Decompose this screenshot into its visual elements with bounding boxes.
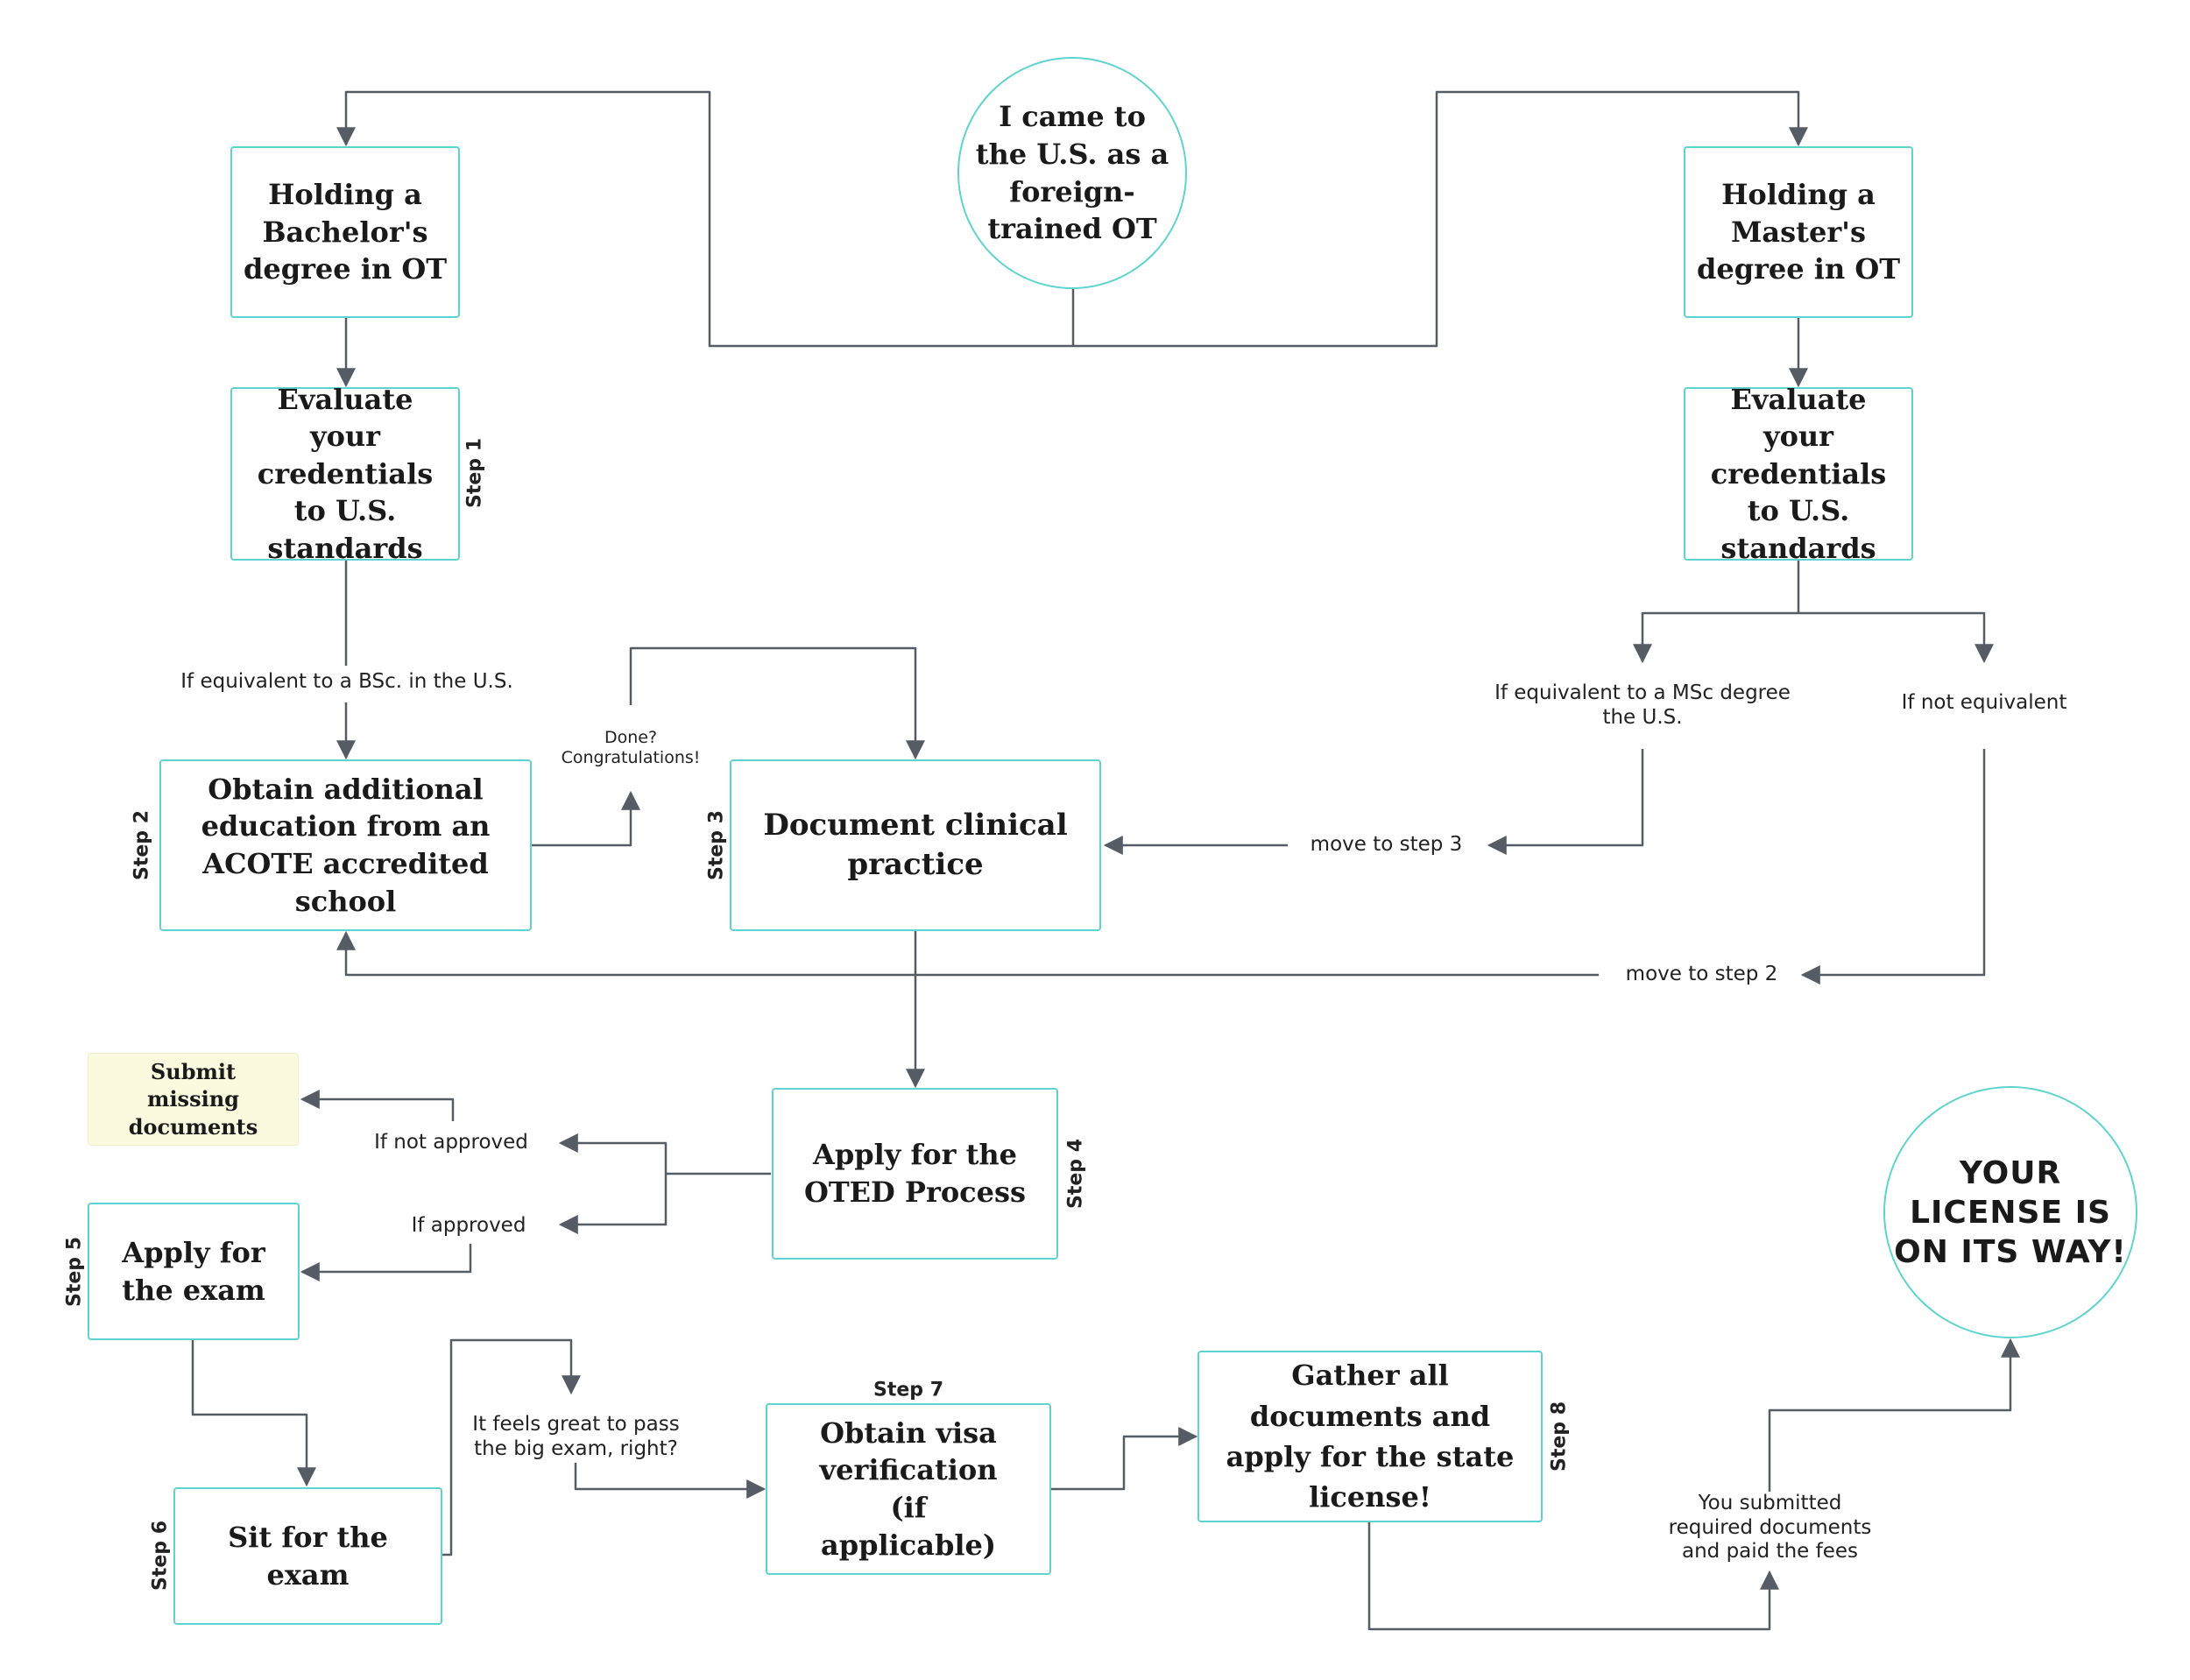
evaluate-right-node: Evaluate your credentials to U.S. standa…: [1684, 383, 1913, 565]
label-submitted-documents: You submitted required documents and pai…: [1654, 1492, 1886, 1564]
step-6-marker: Step 6: [149, 1521, 172, 1591]
connector-submitted-final: [1768, 1338, 2020, 1493]
connector-msc-move3: [1487, 749, 1644, 855]
connector-approved-applyexam: [300, 1244, 472, 1281]
label-move-step-2: move to step 2: [1607, 963, 1796, 987]
evaluate-left-node: Evaluate your credentials to U.S. standa…: [230, 383, 460, 565]
connector-to-not-approved: [558, 1133, 668, 1174]
connector-notapproved-submit: [300, 1090, 455, 1121]
label-if-not-approved: If not approved: [364, 1131, 539, 1155]
connector-applyexam-sit: [191, 1340, 316, 1487]
step-5-marker: Step 5: [63, 1237, 86, 1307]
connector-to-bachelor: [336, 90, 1073, 348]
label-move-step-3: move to step 3: [1292, 833, 1480, 858]
connector-sit-feelsgreat: [442, 1338, 581, 1556]
connector-to-msc: [1633, 611, 1798, 664]
step-7-marker: Step 7: [873, 1379, 943, 1401]
step-2-marker: Step 2: [131, 810, 153, 880]
apply-exam-node: Apply for the exam: [88, 1203, 300, 1340]
master-node: Holding a Master's degree in OT: [1684, 146, 1913, 318]
connector-to-master: [1073, 90, 1808, 348]
apply-oted-node: Apply for the OTED Process: [772, 1088, 1058, 1260]
label-if-approved: If approved: [381, 1214, 556, 1239]
additional-education-node: Obtain additional education from an ACOT…: [159, 759, 532, 931]
connector-done-document: [629, 646, 925, 760]
submit-missing-note: Submit missing documents: [88, 1053, 299, 1146]
step-1-marker: Step 1: [463, 438, 486, 508]
connector-to-approved: [558, 1174, 668, 1234]
visa-node: Obtain visa verification (if applicable): [766, 1403, 1051, 1575]
step-3-marker: Step 3: [705, 810, 728, 880]
start-node: I came to the U.S. as a foreign-trained …: [957, 57, 1187, 289]
bachelor-node: Holding a Bachelor's degree in OT: [230, 146, 460, 318]
document-practice-node: Document clinical practice: [730, 759, 1101, 931]
sit-exam-node: Sit for the exam: [173, 1487, 442, 1625]
label-if-msc: If equivalent to a MSc degree the U.S.: [1489, 681, 1796, 731]
state-license-node: Gather all documents and apply for the s…: [1197, 1351, 1543, 1522]
connector-education-done: [532, 790, 640, 847]
connector-notequiv-move2: [1800, 749, 1986, 985]
step-4-marker: Step 4: [1064, 1139, 1087, 1209]
label-done-congratulations: Done? Congratulations!: [556, 728, 705, 768]
step-8-marker: Step 8: [1548, 1401, 1571, 1472]
connector-to-not-equiv: [1798, 611, 1994, 664]
connector-state-submitted: [1367, 1522, 1779, 1631]
license-final-node: YOUR LICENSE IS ON ITS WAY!: [1883, 1086, 2137, 1338]
connector-move2-education: [336, 930, 1599, 977]
connector-visa-state: [1051, 1427, 1198, 1491]
label-if-bsc: If equivalent to a BSc. in the U.S.: [154, 670, 540, 695]
label-feels-great: It feels great to pass the big exam, rig…: [456, 1413, 696, 1462]
label-if-not-equivalent: If not equivalent: [1883, 691, 2085, 716]
connector-feelsgreat-visa: [574, 1463, 766, 1499]
